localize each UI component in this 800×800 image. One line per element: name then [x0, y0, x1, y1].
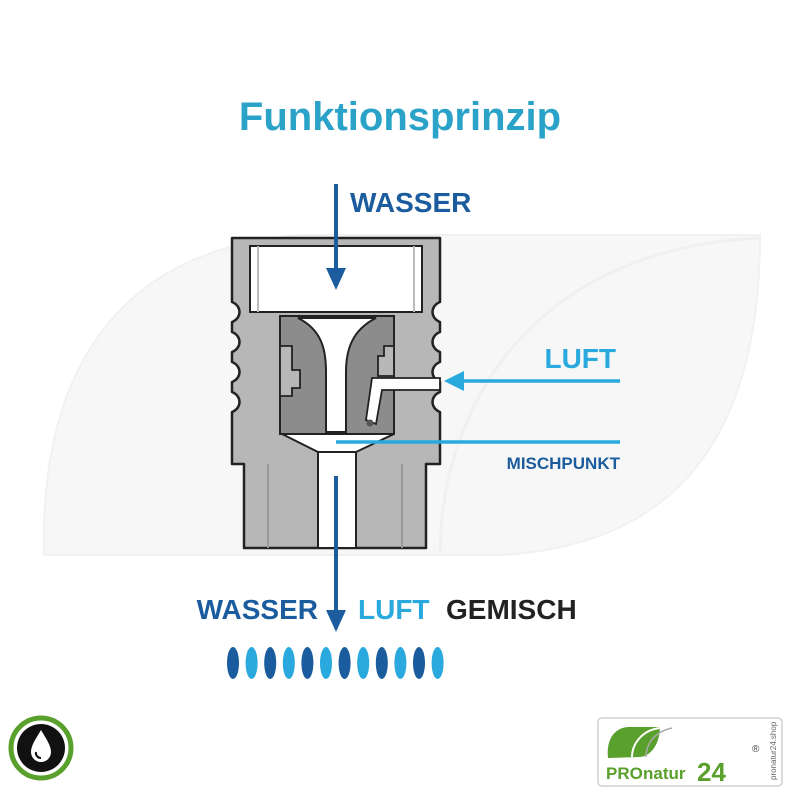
logo-24: 24	[697, 757, 726, 787]
label-mix-point: MISCHPUNKT	[507, 454, 621, 473]
droplet	[431, 647, 444, 679]
outlet-arrow	[326, 476, 346, 632]
droplet	[301, 647, 314, 679]
aerator-body	[230, 236, 442, 550]
check-ball-icon	[366, 419, 374, 427]
label-result-mix: GEMISCH	[446, 594, 577, 625]
logo-natur: natur	[643, 764, 686, 783]
droplet	[245, 647, 258, 679]
page-title: Funktionsprinzip	[239, 95, 561, 139]
label-air: LUFT	[544, 343, 616, 374]
droplet	[357, 647, 370, 679]
water-badge	[8, 715, 74, 781]
logo-side-url: pronatur24.shop	[769, 721, 778, 780]
droplet	[320, 647, 332, 679]
droplet	[338, 647, 351, 679]
droplet	[394, 647, 407, 679]
logo-pro: PRO	[606, 764, 643, 783]
droplet	[413, 647, 425, 679]
air-inlet-arrow	[444, 371, 620, 391]
label-result-air: LUFT	[358, 594, 430, 625]
label-result-water: WASSER	[197, 594, 318, 625]
water-air-droplets	[227, 647, 444, 679]
droplet	[282, 647, 295, 679]
logo-registered: ®	[752, 744, 760, 755]
water-inlet-arrow	[326, 184, 346, 290]
droplet	[264, 647, 277, 679]
droplet	[375, 647, 388, 679]
droplet	[227, 647, 239, 679]
label-water-in: WASSER	[350, 187, 471, 218]
brand-logo: PRO natur 24 ® pronatur24.shop	[597, 717, 783, 787]
